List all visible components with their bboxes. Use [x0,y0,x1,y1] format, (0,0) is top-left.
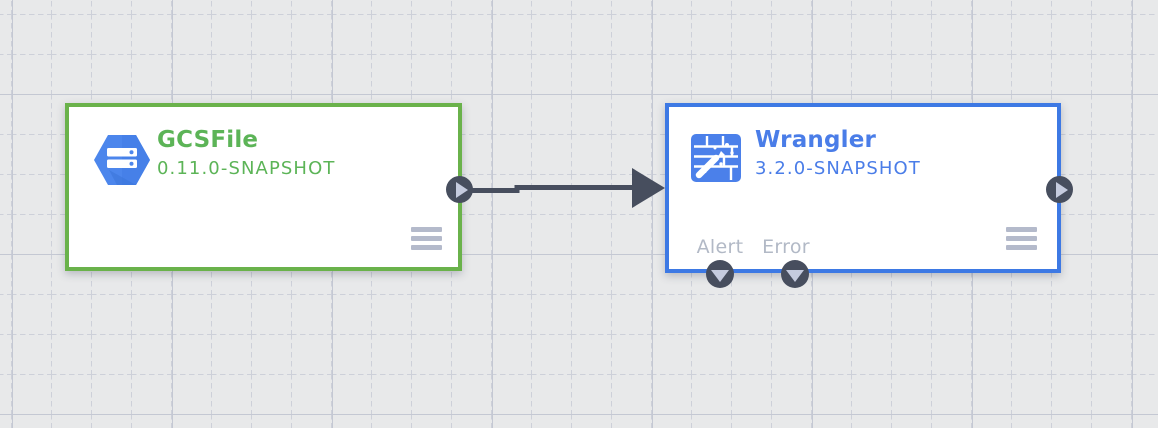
wrangler-wand-grid-icon [690,133,742,187]
node-title: Wrangler [755,127,877,153]
error-port[interactable] [781,260,809,288]
hamburger-menu-icon[interactable] [411,227,442,250]
alert-port[interactable] [706,260,734,288]
output-port-wrangler[interactable] [1046,176,1073,203]
error-port-label: Error [762,236,810,258]
gcs-hexagon-storage-icon [93,130,151,194]
node-version: 0.11.0-SNAPSHOT [157,158,336,179]
alert-port-label: Alert [696,236,744,258]
node-title: GCSFile [157,127,259,153]
node-wrangler[interactable]: Wrangler 3.2.0-SNAPSHOT [665,103,1061,273]
node-gcsfile[interactable]: GCSFile 0.11.0-SNAPSHOT [65,103,462,271]
hamburger-menu-icon[interactable] [1006,227,1037,250]
caret-down-icon [711,269,729,282]
node-version: 3.2.0-SNAPSHOT [755,158,921,179]
play-icon [455,181,468,198]
play-icon [1055,181,1068,198]
output-port-gcsfile[interactable] [446,176,473,203]
caret-down-icon [786,269,804,282]
